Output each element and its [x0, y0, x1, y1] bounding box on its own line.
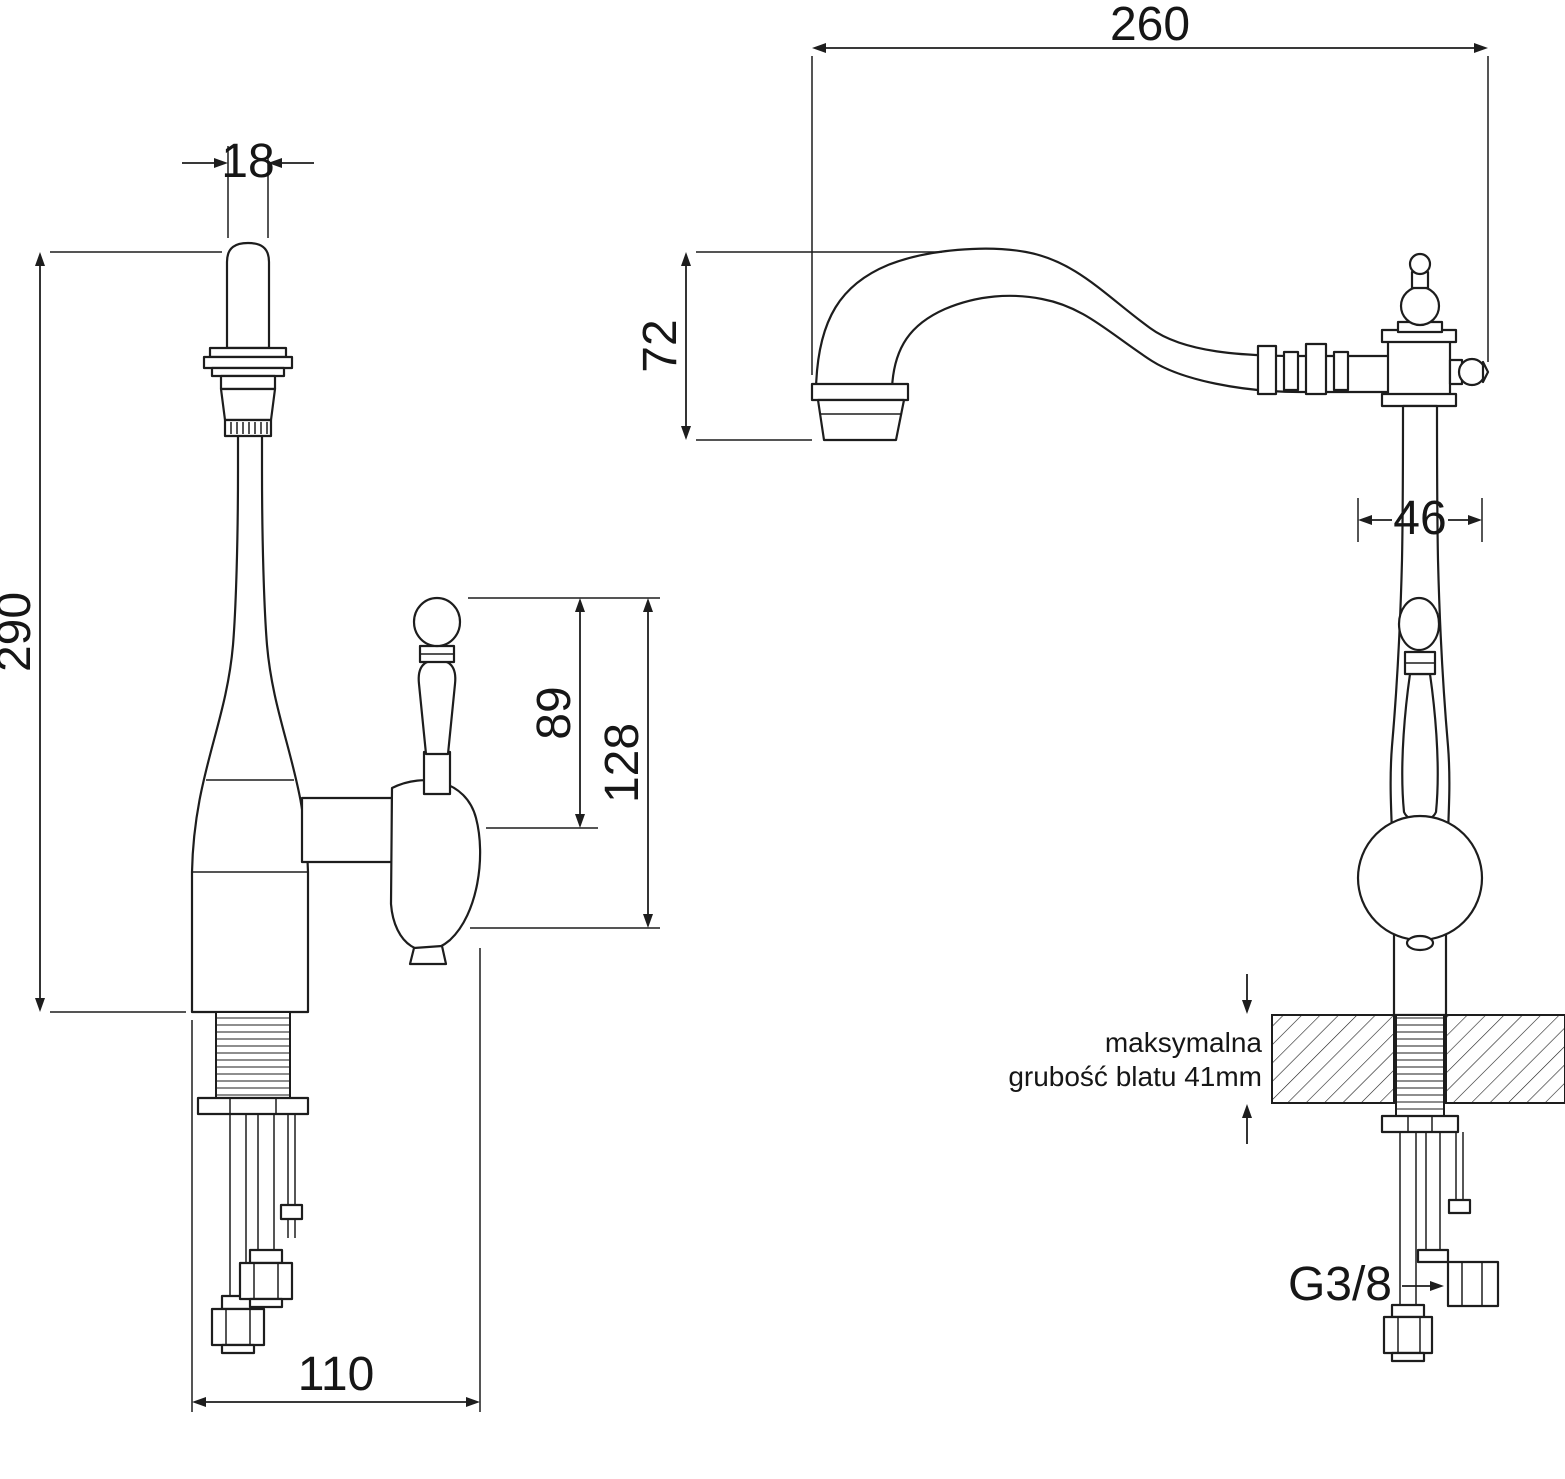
- side-handle: [1356, 596, 1484, 952]
- front-spout-outlet: [202, 241, 294, 438]
- dimension-handle-89-128: 89 128: [468, 597, 660, 929]
- countertop-note-line2: grubość blatu 41mm: [1008, 1061, 1262, 1092]
- dimension-spout-reach-260: 260: [811, 0, 1489, 375]
- front-handle: [300, 596, 482, 966]
- side-spout: [810, 247, 1394, 442]
- dimension-base-depth-110: 110: [191, 948, 481, 1412]
- dimension-spout-drop-72: 72: [634, 251, 942, 441]
- side-view: 260 72 46: [634, 0, 1565, 1363]
- front-supply-hoses: [210, 1114, 304, 1355]
- dim-label-72: 72: [634, 319, 687, 372]
- countertop-note-line1: maksymalna: [1105, 1027, 1263, 1058]
- dimension-total-height-290: 290: [0, 251, 222, 1013]
- dimension-spout-width-18: 18: [182, 135, 314, 238]
- dimension-body-diameter-46: 46: [1357, 492, 1483, 545]
- front-faucet-body: [190, 430, 310, 1014]
- countertop-thickness-arrows: [1242, 974, 1252, 1144]
- dim-label-46: 46: [1393, 492, 1446, 545]
- countertop-section: maksymalna grubość blatu 41mm: [1008, 974, 1565, 1144]
- dim-label-260: 260: [1110, 0, 1190, 51]
- dim-label-110: 110: [298, 1348, 375, 1401]
- dim-label-18: 18: [221, 135, 274, 188]
- connection-thread-callout: G3/8: [1288, 1258, 1444, 1311]
- front-mounting-shank: [196, 1011, 310, 1116]
- side-under-counter-fittings: [1380, 1114, 1500, 1363]
- connection-thread-label: G3/8: [1288, 1258, 1392, 1311]
- dim-label-89: 89: [528, 686, 581, 739]
- front-view: 18 290 89 128: [0, 135, 660, 1412]
- dim-label-128: 128: [596, 723, 649, 803]
- side-body-tee: [1380, 252, 1490, 408]
- dim-label-290: 290: [0, 592, 41, 672]
- aerator-mesh: [230, 422, 268, 434]
